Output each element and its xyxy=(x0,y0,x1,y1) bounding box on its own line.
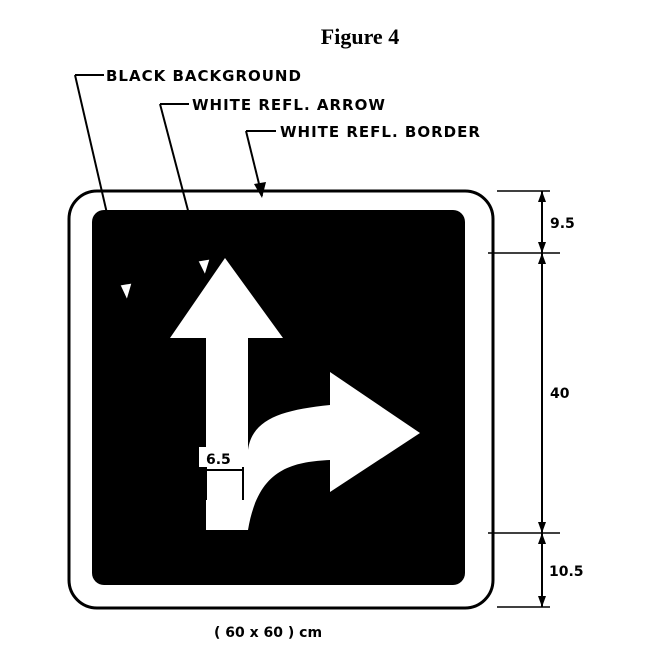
top-margin-label: 9.5 xyxy=(550,216,575,232)
size-caption: ( 60 x 60 ) cm xyxy=(214,625,322,641)
stem-width-label: 6.5 xyxy=(206,452,231,468)
callout-arrow: WHITE REFL. ARROW xyxy=(192,96,386,114)
arrow-height-label: 40 xyxy=(550,386,570,402)
figure-title: Figure 4 xyxy=(320,24,400,49)
bottom-margin-label: 10.5 xyxy=(549,564,584,580)
sign-background xyxy=(92,210,465,585)
right-turn-arrow xyxy=(248,372,420,530)
callout-background: BLACK BACKGROUND xyxy=(106,67,302,85)
callout-border: WHITE REFL. BORDER xyxy=(280,123,481,141)
straight-arrow xyxy=(170,258,283,530)
